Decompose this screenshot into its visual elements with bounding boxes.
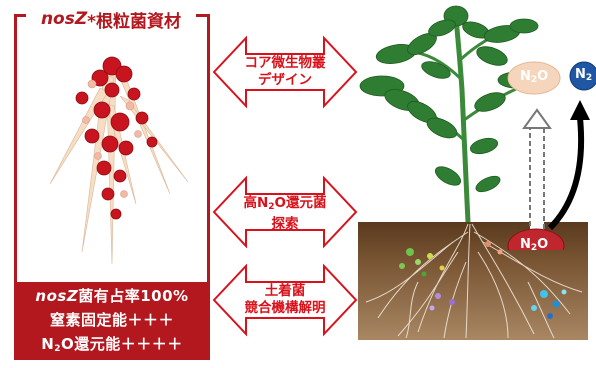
n2o-gas-bubble bbox=[507, 61, 561, 95]
nodule bbox=[93, 101, 111, 119]
arrow-n2o-pre: 高N bbox=[243, 195, 269, 211]
nodule-pale bbox=[134, 130, 142, 138]
root-nodule-illustration bbox=[49, 56, 189, 265]
arrow-competition-label: 土着菌 競合機構解明 bbox=[212, 283, 358, 317]
material-properties-box: nosZ菌有占率100% 窒素固定能＋＋＋ N2O還元能＋＋＋＋ bbox=[17, 282, 207, 357]
tomato-leaves bbox=[359, 5, 553, 223]
nodule-pale bbox=[82, 116, 90, 124]
nodule-pale bbox=[94, 152, 102, 160]
nodule bbox=[113, 169, 127, 183]
nodule bbox=[127, 87, 141, 101]
arrow-n2o-line2: 探索 bbox=[271, 216, 299, 232]
stats-species: nosZ bbox=[35, 287, 79, 305]
n2o-root-sub: 2 bbox=[530, 243, 538, 253]
n2o-emission-arrow bbox=[522, 108, 552, 231]
nodule bbox=[118, 140, 134, 156]
arrow-core-line1: コア微生物叢 bbox=[244, 55, 326, 71]
nodule bbox=[110, 112, 130, 132]
nodule bbox=[96, 160, 112, 176]
nodule-pale bbox=[125, 101, 135, 111]
arrow-competition-line1: 土着菌 bbox=[264, 283, 306, 299]
nodule-pale bbox=[120, 190, 128, 198]
title-rest: *根粒菌資材 bbox=[87, 11, 182, 32]
n2o-top-label: N2O bbox=[520, 69, 548, 85]
double-arrow-shape bbox=[212, 175, 358, 249]
arrow-core-line2: デザイン bbox=[258, 72, 312, 88]
tomato-plant-illustration bbox=[359, 5, 596, 250]
n2o-root-bubble bbox=[507, 228, 565, 250]
n2-label: N2 bbox=[575, 67, 592, 83]
arrow-n2o-reducer-label: 高N2O還元菌 探索 bbox=[212, 195, 358, 233]
stats-nitrogen-fixation: 窒素固定能＋＋＋ bbox=[49, 311, 174, 329]
arrow-competition-mechanism: 土着菌 競合機構解明 bbox=[212, 262, 358, 338]
stats-occupancy: nosZ菌有占率100% bbox=[35, 285, 188, 306]
nodule-pale bbox=[87, 79, 97, 89]
n2-sub: 2 bbox=[585, 73, 593, 83]
arrow-competition-line2: 競合機構解明 bbox=[244, 300, 326, 316]
title-species: nosZ bbox=[40, 9, 88, 29]
double-arrow-shape bbox=[212, 263, 358, 337]
stats-n2o-n: N bbox=[41, 335, 55, 353]
panel-title: nosZ*根粒菌資材 bbox=[26, 4, 196, 34]
nodule bbox=[110, 208, 122, 220]
n2-gas-bubble bbox=[569, 61, 596, 91]
nodule bbox=[115, 65, 133, 83]
arrow-n2o-line1: 高N2O還元菌 bbox=[212, 195, 358, 216]
n2o-root-n: N bbox=[520, 237, 531, 252]
n2o-root-label: N2O bbox=[520, 237, 548, 253]
double-arrow-shape bbox=[212, 35, 358, 109]
soil-microbes bbox=[399, 241, 567, 319]
arrow-n2o-reducer-search: 高N2O還元菌 探索 bbox=[212, 174, 358, 250]
nodule bbox=[91, 69, 109, 87]
nodule bbox=[101, 135, 119, 153]
arrow-n2o-sub: 2 bbox=[268, 202, 275, 212]
nodule bbox=[75, 91, 89, 105]
arrow-n2o-post: O還元菌 bbox=[274, 195, 327, 211]
nodule bbox=[84, 128, 100, 144]
n2o-to-n2-arrow bbox=[547, 100, 590, 231]
n2o-root-o: O bbox=[537, 237, 549, 252]
plant-roots bbox=[365, 223, 583, 339]
root-strand bbox=[49, 87, 109, 185]
n2o-top-n: N bbox=[520, 69, 531, 84]
stats-n2o-rest: O還元能＋＋＋＋ bbox=[61, 335, 183, 353]
stats-n2o-reduction: N2O還元能＋＋＋＋ bbox=[41, 333, 183, 354]
n2o-top-sub: 2 bbox=[530, 75, 538, 85]
nodule bbox=[101, 187, 115, 201]
n2-n: N bbox=[575, 67, 586, 82]
arrow-core-microbiome: コア微生物叢 デザイン bbox=[212, 34, 358, 110]
n2o-top-o: O bbox=[537, 69, 549, 84]
nodule bbox=[135, 111, 149, 125]
stats-n2o-sub: 2 bbox=[54, 344, 62, 354]
stats-occupancy-text: 菌有占率100% bbox=[78, 287, 189, 305]
arrow-core-microbiome-label: コア微生物叢 デザイン bbox=[212, 55, 358, 89]
nodule bbox=[146, 136, 158, 148]
nodule bbox=[104, 82, 120, 98]
